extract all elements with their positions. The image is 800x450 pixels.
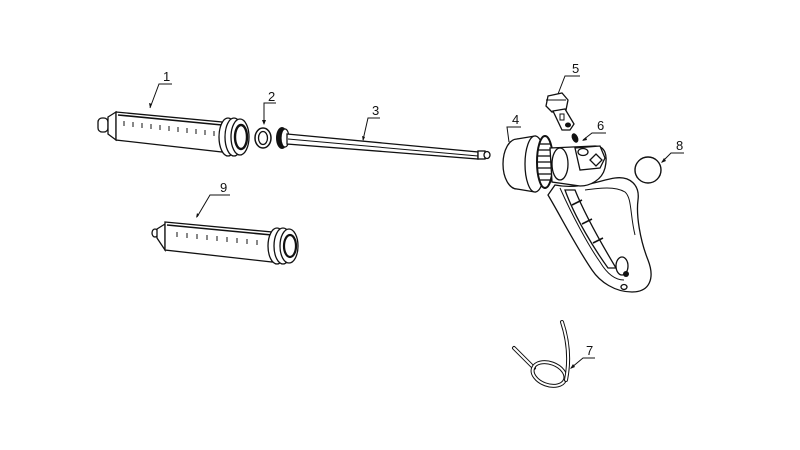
part-5-trigger-latch — [545, 92, 575, 131]
callout-3: 3 — [362, 103, 380, 141]
callout-1: 1 — [149, 69, 172, 109]
callout-2: 2 — [262, 89, 276, 125]
part-7-torsion-spring — [512, 320, 571, 388]
part-9-syringe-barrel — [151, 221, 299, 265]
callout-4: 4 — [506, 112, 521, 143]
callout-label-3: 3 — [372, 103, 379, 118]
part-3-plunger-rod — [276, 127, 491, 160]
callout-label-8: 8 — [676, 138, 683, 153]
callout-label-9: 9 — [220, 180, 227, 195]
part-2-o-ring — [254, 127, 272, 149]
callout-8: 8 — [661, 138, 684, 163]
part-1-syringe-barrel — [97, 110, 250, 157]
callout-label-6: 6 — [597, 118, 604, 133]
callout-label-5: 5 — [572, 61, 579, 76]
callout-label-4: 4 — [512, 112, 519, 127]
part-8-ball — [634, 156, 662, 184]
part-6-small-spring — [571, 133, 579, 143]
callout-5: 5 — [557, 61, 580, 95]
callout-6: 6 — [582, 118, 606, 141]
part-4-gun-body — [502, 135, 652, 293]
callout-label-7: 7 — [586, 343, 593, 358]
callout-label-2: 2 — [268, 89, 275, 104]
callout-7: 7 — [570, 343, 595, 369]
callout-label-1: 1 — [163, 69, 170, 84]
callout-9: 9 — [196, 180, 230, 218]
